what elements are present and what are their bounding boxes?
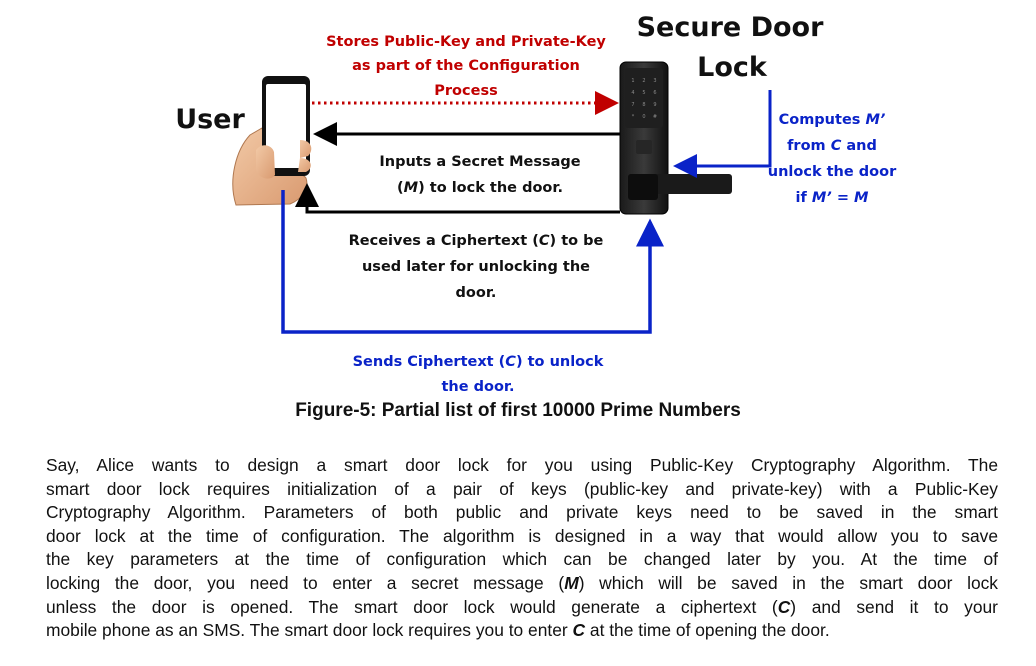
- compute-note-line4: if M’ = M: [796, 190, 870, 206]
- compute-note-line1: Computes M’: [779, 112, 886, 128]
- send-note: Sends Ciphertext (C) to unlock the door.: [353, 354, 604, 395]
- svg-text:#: #: [653, 114, 657, 120]
- message-symbol: M: [564, 572, 579, 593]
- svg-text:8: 8: [642, 102, 645, 108]
- input-arrow: [295, 183, 620, 214]
- text-run: unless the door is opened. The smart doo…: [46, 596, 778, 617]
- svg-text:7: 7: [631, 102, 634, 108]
- text-run: ) which will be saved in the smart door …: [578, 572, 999, 593]
- config-note-line3: Process: [434, 83, 497, 99]
- compute-loop-arrow: [673, 90, 772, 178]
- receive-note-line3: door.: [456, 285, 497, 301]
- send-note-line2: the door.: [441, 379, 514, 395]
- send-note-line1: Sends Ciphertext (C) to unlock: [353, 354, 604, 370]
- input-note-line1: Inputs a Secret Message: [379, 154, 580, 170]
- door-lock-diagram: Secure Door Lock User Stores Public-Key …: [175, 12, 897, 395]
- text-run: mobile phone as an SMS. The smart door l…: [46, 620, 573, 641]
- svg-text:6: 6: [653, 90, 656, 96]
- svg-text:1: 1: [631, 78, 634, 84]
- ciphertext-symbol: C: [572, 620, 586, 641]
- config-note-line2: as part of the Configuration: [352, 58, 580, 74]
- svg-text:5: 5: [642, 90, 645, 96]
- figure-caption: Figure-5: Partial list of first 10000 Pr…: [295, 400, 741, 421]
- svg-text:2: 2: [642, 78, 645, 84]
- paragraph-line: Cryptography Algorithm. Parameters of bo…: [46, 502, 998, 523]
- config-note-line1: Stores Public-Key and Private-Key: [326, 34, 606, 50]
- input-note: Inputs a Secret Message (M) to lock the …: [379, 154, 580, 196]
- paragraph-line: locking the door, you need to enter a se…: [46, 572, 998, 596]
- send-ciphertext-arrow: [281, 190, 664, 334]
- paragraph-line: smart door lock requires initialization …: [46, 478, 998, 499]
- paragraph-line: unless the door is opened. The smart doo…: [46, 596, 998, 620]
- text-run: at the time of opening the door.: [585, 620, 830, 641]
- config-note: Stores Public-Key and Private-Key as par…: [326, 34, 606, 99]
- svg-text:*: *: [632, 114, 635, 120]
- paragraph-line: door lock at the time of configuration. …: [46, 525, 998, 546]
- receive-note-line2: used later for unlocking the: [362, 259, 590, 275]
- compute-note: Computes M’ from C and unlock the door i…: [768, 112, 897, 206]
- text-run: ) and send it to your: [790, 596, 998, 617]
- input-note-line2: (M) to lock the door.: [397, 180, 563, 196]
- paragraph-line: Say, Alice wants to design a smart door …: [46, 455, 998, 475]
- svg-text:9: 9: [653, 102, 656, 108]
- receive-note-line1: Receives a Ciphertext (C) to be: [349, 233, 604, 249]
- receive-note: Receives a Ciphertext (C) to be used lat…: [349, 233, 604, 301]
- paragraph-line: the key parameters at the time of config…: [46, 549, 998, 570]
- compute-note-line2: from C and: [787, 138, 877, 154]
- lock-title-line1: Secure Door: [637, 12, 825, 43]
- door-lock-icon: 1 2 3 4 5 6 7 8 9 * 0 #: [619, 61, 732, 215]
- compute-note-line3: unlock the door: [768, 164, 897, 180]
- text-run: locking the door, you need to enter a se…: [46, 572, 565, 593]
- ciphertext-symbol: C: [777, 596, 791, 617]
- paragraph-line: mobile phone as an SMS. The smart door l…: [46, 619, 998, 643]
- body-paragraph: Say, Alice wants to design a smart door …: [46, 454, 998, 643]
- svg-text:0: 0: [642, 114, 645, 120]
- user-label: User: [175, 104, 245, 135]
- svg-text:4: 4: [631, 90, 634, 96]
- svg-text:3: 3: [653, 78, 656, 84]
- smartphone-in-hand-icon: [232, 76, 312, 206]
- lock-title-line2: Lock: [697, 52, 768, 83]
